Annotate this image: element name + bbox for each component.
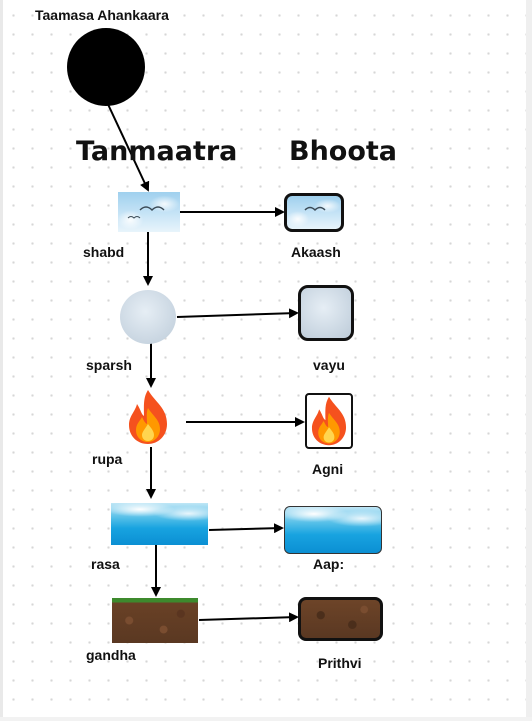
bird-icon xyxy=(127,206,165,219)
arrow-ahankaara-to-shabd xyxy=(105,99,150,192)
gandha-label: gandha xyxy=(86,647,136,663)
shabd-node xyxy=(118,192,180,232)
diagram-title: Taamasa Ahankaara xyxy=(35,7,169,23)
rasa-label: rasa xyxy=(91,556,120,572)
arrow-sparsh-to-vayu xyxy=(176,308,299,319)
aap-node xyxy=(284,506,382,554)
fire-icon xyxy=(129,390,167,444)
rupa-node xyxy=(125,388,171,446)
bhoota-heading: Bhoota xyxy=(289,136,398,167)
gandha-node xyxy=(112,598,198,643)
akaash-node xyxy=(284,193,344,232)
bird-icon xyxy=(304,206,326,212)
frame-edge-right xyxy=(526,0,532,721)
vayu-node xyxy=(298,285,354,341)
frame-edge-bottom xyxy=(0,717,532,721)
fire-icon xyxy=(311,396,347,446)
arrow-gandha-to-prithvi xyxy=(198,612,299,623)
prithvi-node xyxy=(298,597,383,641)
agni-label: Agni xyxy=(312,461,344,477)
arrow-rasa-to-aap xyxy=(208,523,284,534)
prithvi-label: Prithvi xyxy=(318,655,362,671)
akaash-label: Akaash xyxy=(291,244,341,260)
vayu-label: vayu xyxy=(313,357,345,373)
sparsh-label: sparsh xyxy=(86,357,132,373)
aap-label: Aap: xyxy=(313,556,345,572)
rupa-label: rupa xyxy=(92,451,123,467)
frame-edge-left xyxy=(0,0,3,721)
sparsh-node xyxy=(120,290,176,344)
agni-node xyxy=(305,393,353,449)
rasa-node xyxy=(111,503,208,545)
tanmaatra-heading: Tanmaatra xyxy=(76,136,238,167)
shabd-label: shabd xyxy=(83,244,125,260)
ahankaara-circle xyxy=(67,28,145,106)
